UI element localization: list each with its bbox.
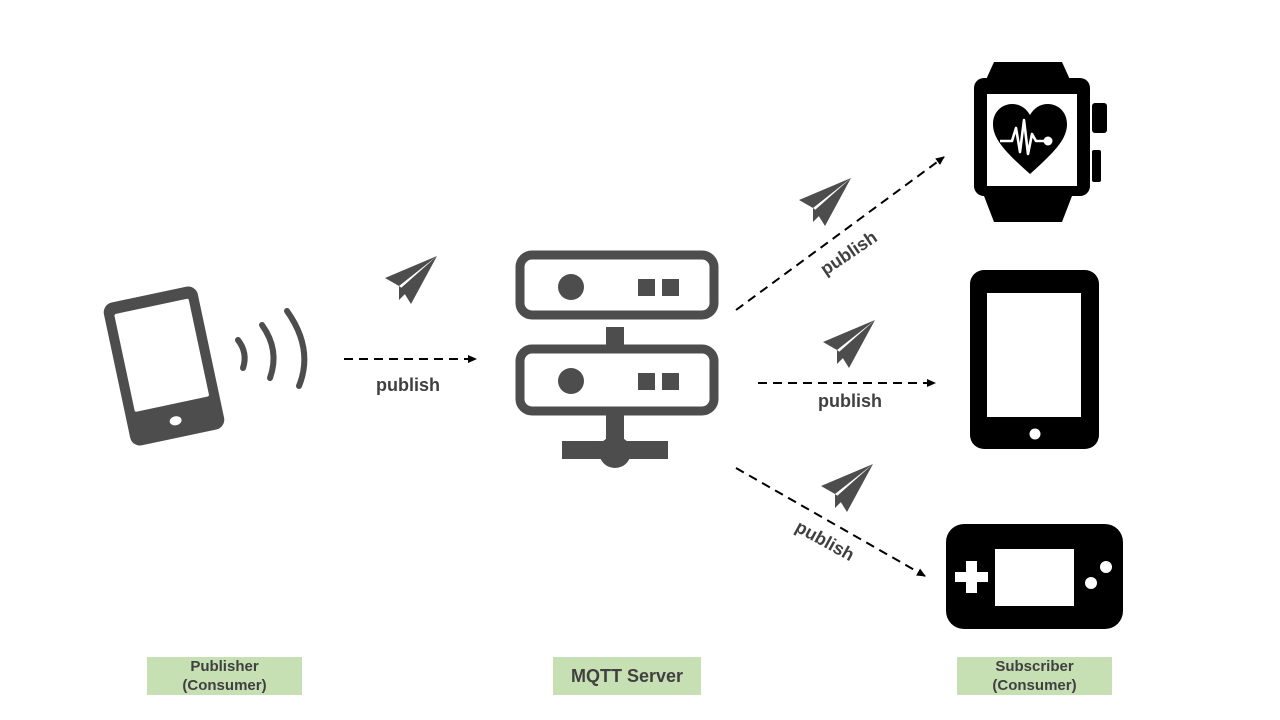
server-label: MQTT Server [553,657,701,695]
arrow-server-to-console [735,467,926,577]
paper-plane-icon [385,256,437,304]
server-label-line1: MQTT Server [570,665,684,686]
heart-pulse-icon [993,104,1067,174]
publisher-label-line2: (Consumer) [182,677,267,694]
edge-label-server-to-console: publish [792,516,858,565]
publisher-label: Publisher (Consumer) [147,657,302,695]
smartwatch-icon [974,62,1107,222]
arrow-server-to-watch [735,156,945,311]
server-icon [515,250,719,468]
signal-waves-icon [235,308,308,389]
arrows [344,156,945,577]
subscriber-label: Subscriber (Consumer) [957,657,1112,695]
smartphone-icon [103,286,225,446]
tablet-icon [970,270,1099,449]
paper-plane-icon [821,464,873,512]
edge-label-phone-to-server: publish [376,375,440,395]
paper-plane-icon [823,320,875,368]
edge-label-server-to-tablet: publish [818,391,882,411]
publisher-label-line1: Publisher [190,658,259,675]
paper-plane-icon [799,178,851,226]
subscriber-label-line1: Subscriber [995,658,1074,675]
game-console-icon [946,524,1123,629]
subscriber-label-line2: (Consumer) [992,677,1077,694]
edge-label-server-to-watch: publish [817,227,881,279]
